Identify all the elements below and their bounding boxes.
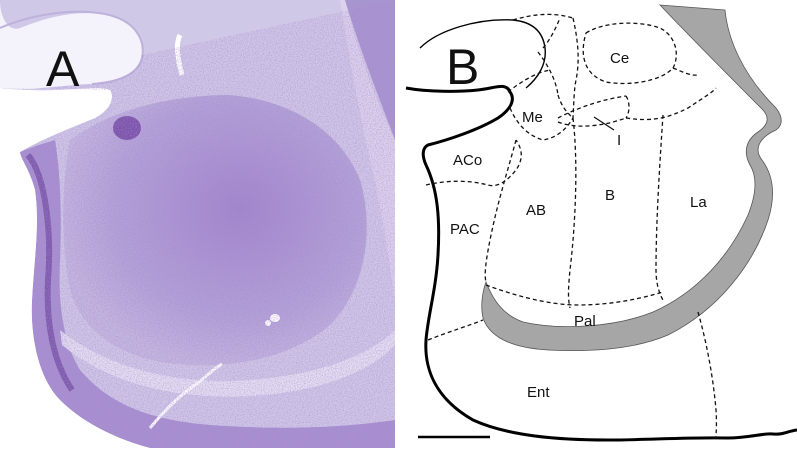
schematic-panel: Ce Me I ACo AB B La PAC Pal Ent B <box>398 0 797 448</box>
ventricle-outline <box>419 19 546 89</box>
label-pal: Pal <box>574 313 596 330</box>
label-i: I <box>617 132 621 149</box>
photomicrograph-panel: A <box>0 0 395 448</box>
label-ab: AB <box>526 202 546 219</box>
label-me: Me <box>522 109 543 126</box>
region-boundaries <box>425 13 718 439</box>
schematic-svg: Ce Me I ACo AB B La PAC Pal Ent B <box>398 0 797 448</box>
label-la: La <box>690 194 707 211</box>
ventricle-shape <box>481 4 782 352</box>
label-pac: PAC <box>450 221 480 238</box>
panel-b-letter: B <box>446 39 479 95</box>
label-aco: ACo <box>453 152 482 169</box>
panel-a-letter: A <box>46 41 80 97</box>
tissue-edge <box>405 84 797 442</box>
ventricle-cavity <box>0 0 143 90</box>
i-leader-line <box>593 116 615 131</box>
label-ce: Ce <box>610 50 629 67</box>
label-b: B <box>605 187 615 204</box>
label-ent: Ent <box>527 384 550 401</box>
photomicrograph-svg: A <box>0 0 395 448</box>
